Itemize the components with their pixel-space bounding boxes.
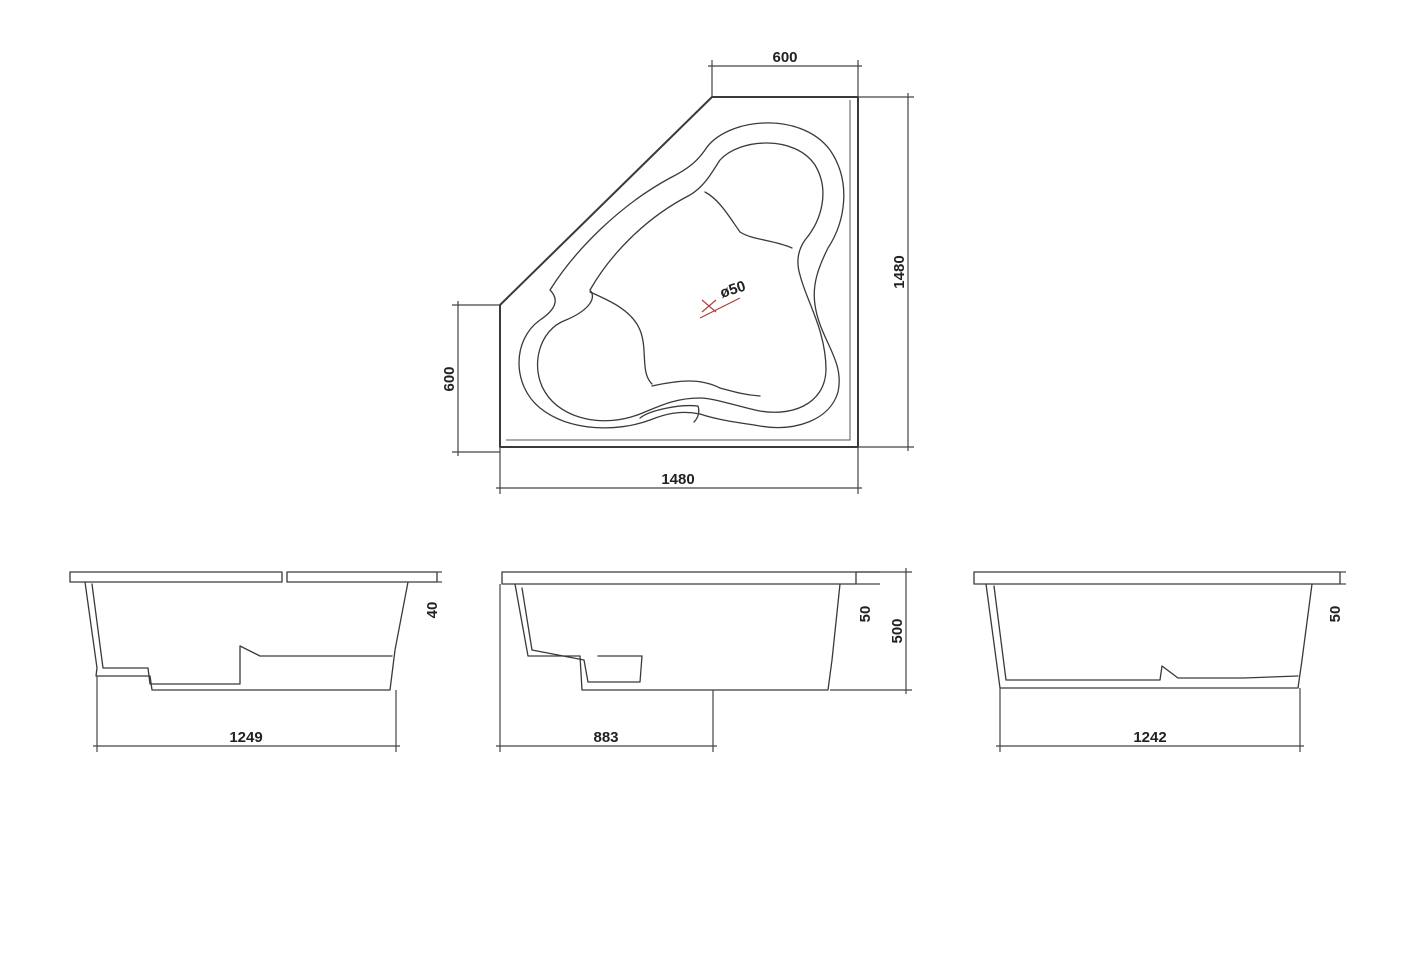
side-view-2-body <box>514 583 841 691</box>
side-view-1-inner <box>91 583 393 685</box>
side-view-1-body <box>84 581 409 691</box>
side-view-2-rim-label: 50 <box>857 606 874 623</box>
plan-inner-rim <box>506 100 851 441</box>
side-view-1-width-label: 1249 <box>229 729 262 746</box>
side-view-3-dimension-width: 1242 <box>996 688 1304 752</box>
side-view-2-step <box>521 587 643 683</box>
dimension-right-height-label: 1480 <box>891 255 908 288</box>
side-view-1: 1249 40 <box>69 571 442 752</box>
seat-line-bottom <box>651 380 761 397</box>
dimension-left-height: 600 <box>441 301 500 456</box>
armrest-detail <box>639 404 700 423</box>
side-view-1-rim-label: 40 <box>424 602 441 619</box>
basin-inner-contour <box>536 142 827 422</box>
side-view-2: 883 50 500 <box>496 568 912 752</box>
side-view-2-width-label: 883 <box>593 729 618 746</box>
side-view-2-height-label: 500 <box>889 618 906 643</box>
side-view-3-rim <box>973 571 1341 585</box>
dimension-right-height: 1480 <box>858 93 914 451</box>
plan-view: ø50 600 1480 600 1480 <box>441 49 914 494</box>
seat-line-left <box>589 291 653 385</box>
side-view-2-dimension-height: 500 <box>830 568 912 694</box>
dimension-top-width: 600 <box>708 49 862 97</box>
plan-outer-outline <box>499 96 859 448</box>
drain-icon <box>699 297 741 319</box>
side-view-1-rim-right <box>286 571 438 583</box>
basin-outer-contour <box>518 122 845 429</box>
side-view-2-dimension-rim: 50 <box>856 571 880 623</box>
side-view-1-dimension-rim: 40 <box>424 571 442 619</box>
side-view-3-body <box>985 583 1313 689</box>
dimension-left-height-label: 600 <box>441 366 458 391</box>
dimension-bottom-width-label: 1480 <box>661 471 694 488</box>
side-view-3-dimension-rim: 50 <box>1327 571 1346 623</box>
dimension-bottom-width: 1480 <box>496 447 862 494</box>
side-view-2-dimension-width: 883 <box>496 584 717 752</box>
side-view-3-rim-label: 50 <box>1327 606 1344 623</box>
side-view-2-rim <box>501 571 857 585</box>
drain-label: ø50 <box>718 278 748 302</box>
side-view-3: 1242 50 <box>973 571 1346 752</box>
side-view-1-dimension-width: 1249 <box>93 676 400 752</box>
side-view-3-width-label: 1242 <box>1133 729 1166 746</box>
side-view-1-rim <box>69 571 283 583</box>
seat-line-top <box>704 191 793 249</box>
side-view-3-inner <box>993 585 1299 681</box>
dimension-top-width-label: 600 <box>772 49 797 66</box>
